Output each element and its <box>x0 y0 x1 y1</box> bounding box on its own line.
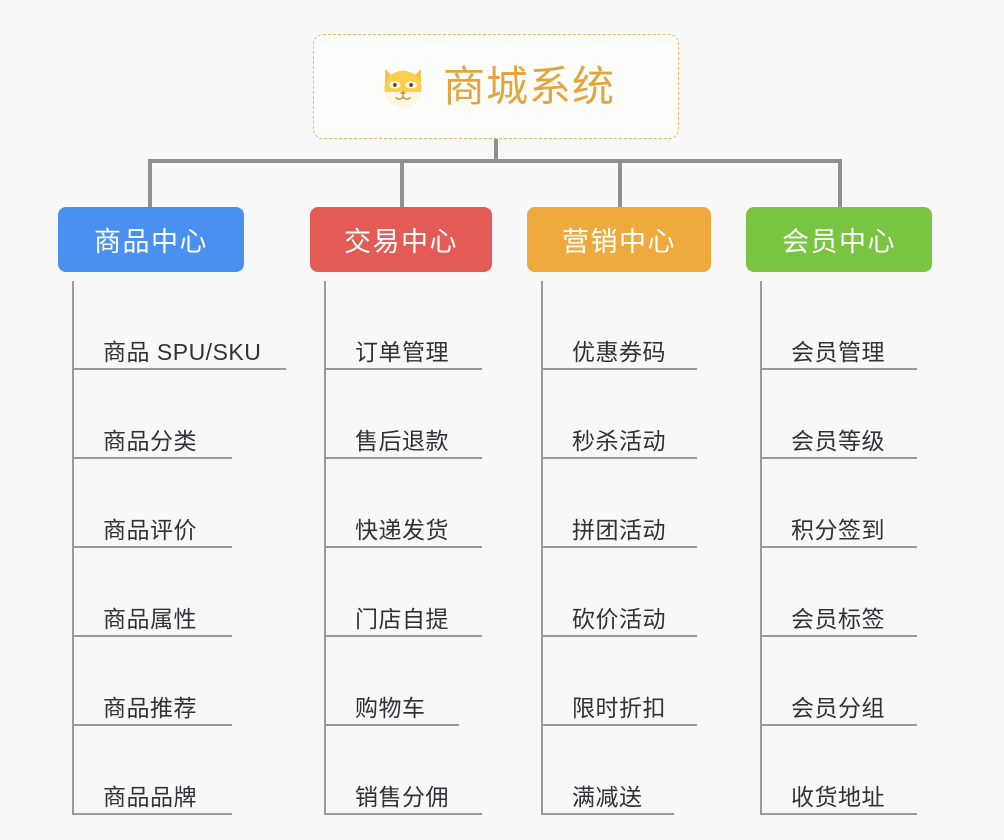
branch-member-center: 会员中心 会员管理 会员等级 积分签到 会员标签 会员分组 <box>746 207 932 815</box>
branch-body-member-center: 会员管理 会员等级 积分签到 会员标签 会员分组 收货地址 <box>746 281 932 815</box>
leaf-underline <box>541 368 697 370</box>
leaf-underline <box>760 368 917 370</box>
leaf-underline <box>760 546 917 548</box>
leaf-underline <box>324 724 459 726</box>
leaf-label: 会员标签 <box>791 605 885 632</box>
leaf-underline <box>760 457 917 459</box>
leaf-label: 会员管理 <box>791 338 885 365</box>
leaf-label: 商品属性 <box>103 605 197 632</box>
leaf-item[interactable]: 商品评价 <box>72 459 244 548</box>
leaf-item[interactable]: 会员分组 <box>760 637 932 726</box>
branch-header-product-center[interactable]: 商品中心 <box>58 207 244 272</box>
leaf-underline <box>72 368 286 370</box>
leaf-label: 商品品牌 <box>103 783 197 810</box>
leaf-label: 商品分类 <box>103 427 197 454</box>
connector-drop-trade-center <box>400 159 404 209</box>
leaf-item[interactable]: 收货地址 <box>760 726 932 815</box>
root-node[interactable]: 商城系统 <box>313 34 679 139</box>
leaf-underline <box>541 724 697 726</box>
branch-header-marketing-center[interactable]: 营销中心 <box>527 207 711 272</box>
leaf-underline <box>760 724 917 726</box>
leaf-label: 售后退款 <box>355 427 449 454</box>
leaf-item[interactable]: 优惠券码 <box>541 281 711 370</box>
leaf-underline <box>324 813 482 815</box>
leaf-item[interactable]: 订单管理 <box>324 281 492 370</box>
leaf-item[interactable]: 商品推荐 <box>72 637 244 726</box>
branch-label: 交易中心 <box>344 227 458 257</box>
dog-face-icon <box>377 61 429 113</box>
branch-body-trade-center: 订单管理 售后退款 快递发货 门店自提 购物车 销售分佣 <box>310 281 492 815</box>
leaf-item[interactable]: 商品分类 <box>72 370 244 459</box>
leaf-underline <box>72 813 232 815</box>
leaf-item[interactable]: 积分签到 <box>760 459 932 548</box>
root-title: 商城系统 <box>442 62 615 110</box>
branch-body-product-center: 商品 SPU/SKU 商品分类 商品评价 商品属性 商品推荐 商品品牌 <box>58 281 286 815</box>
leaf-item[interactable]: 拼团活动 <box>541 459 711 548</box>
leaf-underline <box>324 546 482 548</box>
leaf-label: 积分签到 <box>791 516 885 543</box>
leaf-label: 购物车 <box>355 694 426 721</box>
leaf-label: 会员分组 <box>791 694 885 721</box>
leaf-item[interactable]: 会员等级 <box>760 370 932 459</box>
branch-header-member-center[interactable]: 会员中心 <box>746 207 932 272</box>
leaf-underline <box>324 635 482 637</box>
leaf-label: 满减送 <box>572 783 643 810</box>
connector-drop-member-center <box>838 159 842 209</box>
leaf-label: 门店自提 <box>355 605 449 632</box>
branch-label: 会员中心 <box>782 227 896 257</box>
leaf-label: 商品推荐 <box>103 694 197 721</box>
leaf-underline <box>72 635 232 637</box>
leaf-item[interactable]: 商品品牌 <box>72 726 244 815</box>
leaf-underline <box>541 813 674 815</box>
branch-label: 商品中心 <box>94 227 208 257</box>
leaf-label: 商品评价 <box>103 516 197 543</box>
connector-drop-marketing-center <box>618 159 622 209</box>
leaf-item[interactable]: 秒杀活动 <box>541 370 711 459</box>
leaf-item[interactable]: 限时折扣 <box>541 637 711 726</box>
leaf-label: 会员等级 <box>791 427 885 454</box>
connector-bus-bar <box>148 159 842 163</box>
leaf-item[interactable]: 砍价活动 <box>541 548 711 637</box>
leaf-item[interactable]: 购物车 <box>324 637 492 726</box>
leaf-underline <box>541 546 697 548</box>
branch-trade-center: 交易中心 订单管理 售后退款 快递发货 门店自提 购物车 <box>310 207 492 815</box>
leaf-item[interactable]: 会员管理 <box>760 281 932 370</box>
leaf-underline <box>760 813 917 815</box>
leaf-underline <box>72 546 232 548</box>
leaf-label: 销售分佣 <box>355 783 449 810</box>
leaf-item[interactable]: 售后退款 <box>324 370 492 459</box>
connector-root-stem <box>494 139 498 163</box>
branch-header-trade-center[interactable]: 交易中心 <box>310 207 492 272</box>
leaf-underline <box>541 457 697 459</box>
leaf-label: 优惠券码 <box>572 338 666 365</box>
leaf-underline <box>760 635 917 637</box>
leaf-label: 限时折扣 <box>572 694 666 721</box>
leaf-underline <box>72 457 232 459</box>
leaf-label: 秒杀活动 <box>572 427 666 454</box>
leaf-label: 拼团活动 <box>572 516 666 543</box>
leaf-item[interactable]: 销售分佣 <box>324 726 492 815</box>
leaf-item[interactable]: 会员标签 <box>760 548 932 637</box>
leaf-label: 快递发货 <box>355 516 449 543</box>
leaf-underline <box>324 457 482 459</box>
leaf-underline <box>541 635 697 637</box>
leaf-label: 砍价活动 <box>572 605 666 632</box>
branch-label: 营销中心 <box>562 227 676 257</box>
leaf-label: 收货地址 <box>791 783 885 810</box>
branch-product-center: 商品中心 商品 SPU/SKU 商品分类 商品评价 商品属性 商品推荐 <box>58 207 286 815</box>
leaf-label: 订单管理 <box>355 338 449 365</box>
branch-marketing-center: 营销中心 优惠券码 秒杀活动 拼团活动 砍价活动 限时折扣 <box>527 207 711 815</box>
leaf-item[interactable]: 商品属性 <box>72 548 244 637</box>
leaf-item[interactable]: 门店自提 <box>324 548 492 637</box>
leaf-item[interactable]: 满减送 <box>541 726 711 815</box>
branch-body-marketing-center: 优惠券码 秒杀活动 拼团活动 砍价活动 限时折扣 满减送 <box>527 281 711 815</box>
connector-drop-product-center <box>148 159 152 209</box>
leaf-item[interactable]: 商品 SPU/SKU <box>72 281 286 370</box>
leaf-label: 商品 SPU/SKU <box>103 338 262 365</box>
leaf-underline <box>72 724 232 726</box>
leaf-underline <box>324 368 482 370</box>
leaf-item[interactable]: 快递发货 <box>324 459 492 548</box>
